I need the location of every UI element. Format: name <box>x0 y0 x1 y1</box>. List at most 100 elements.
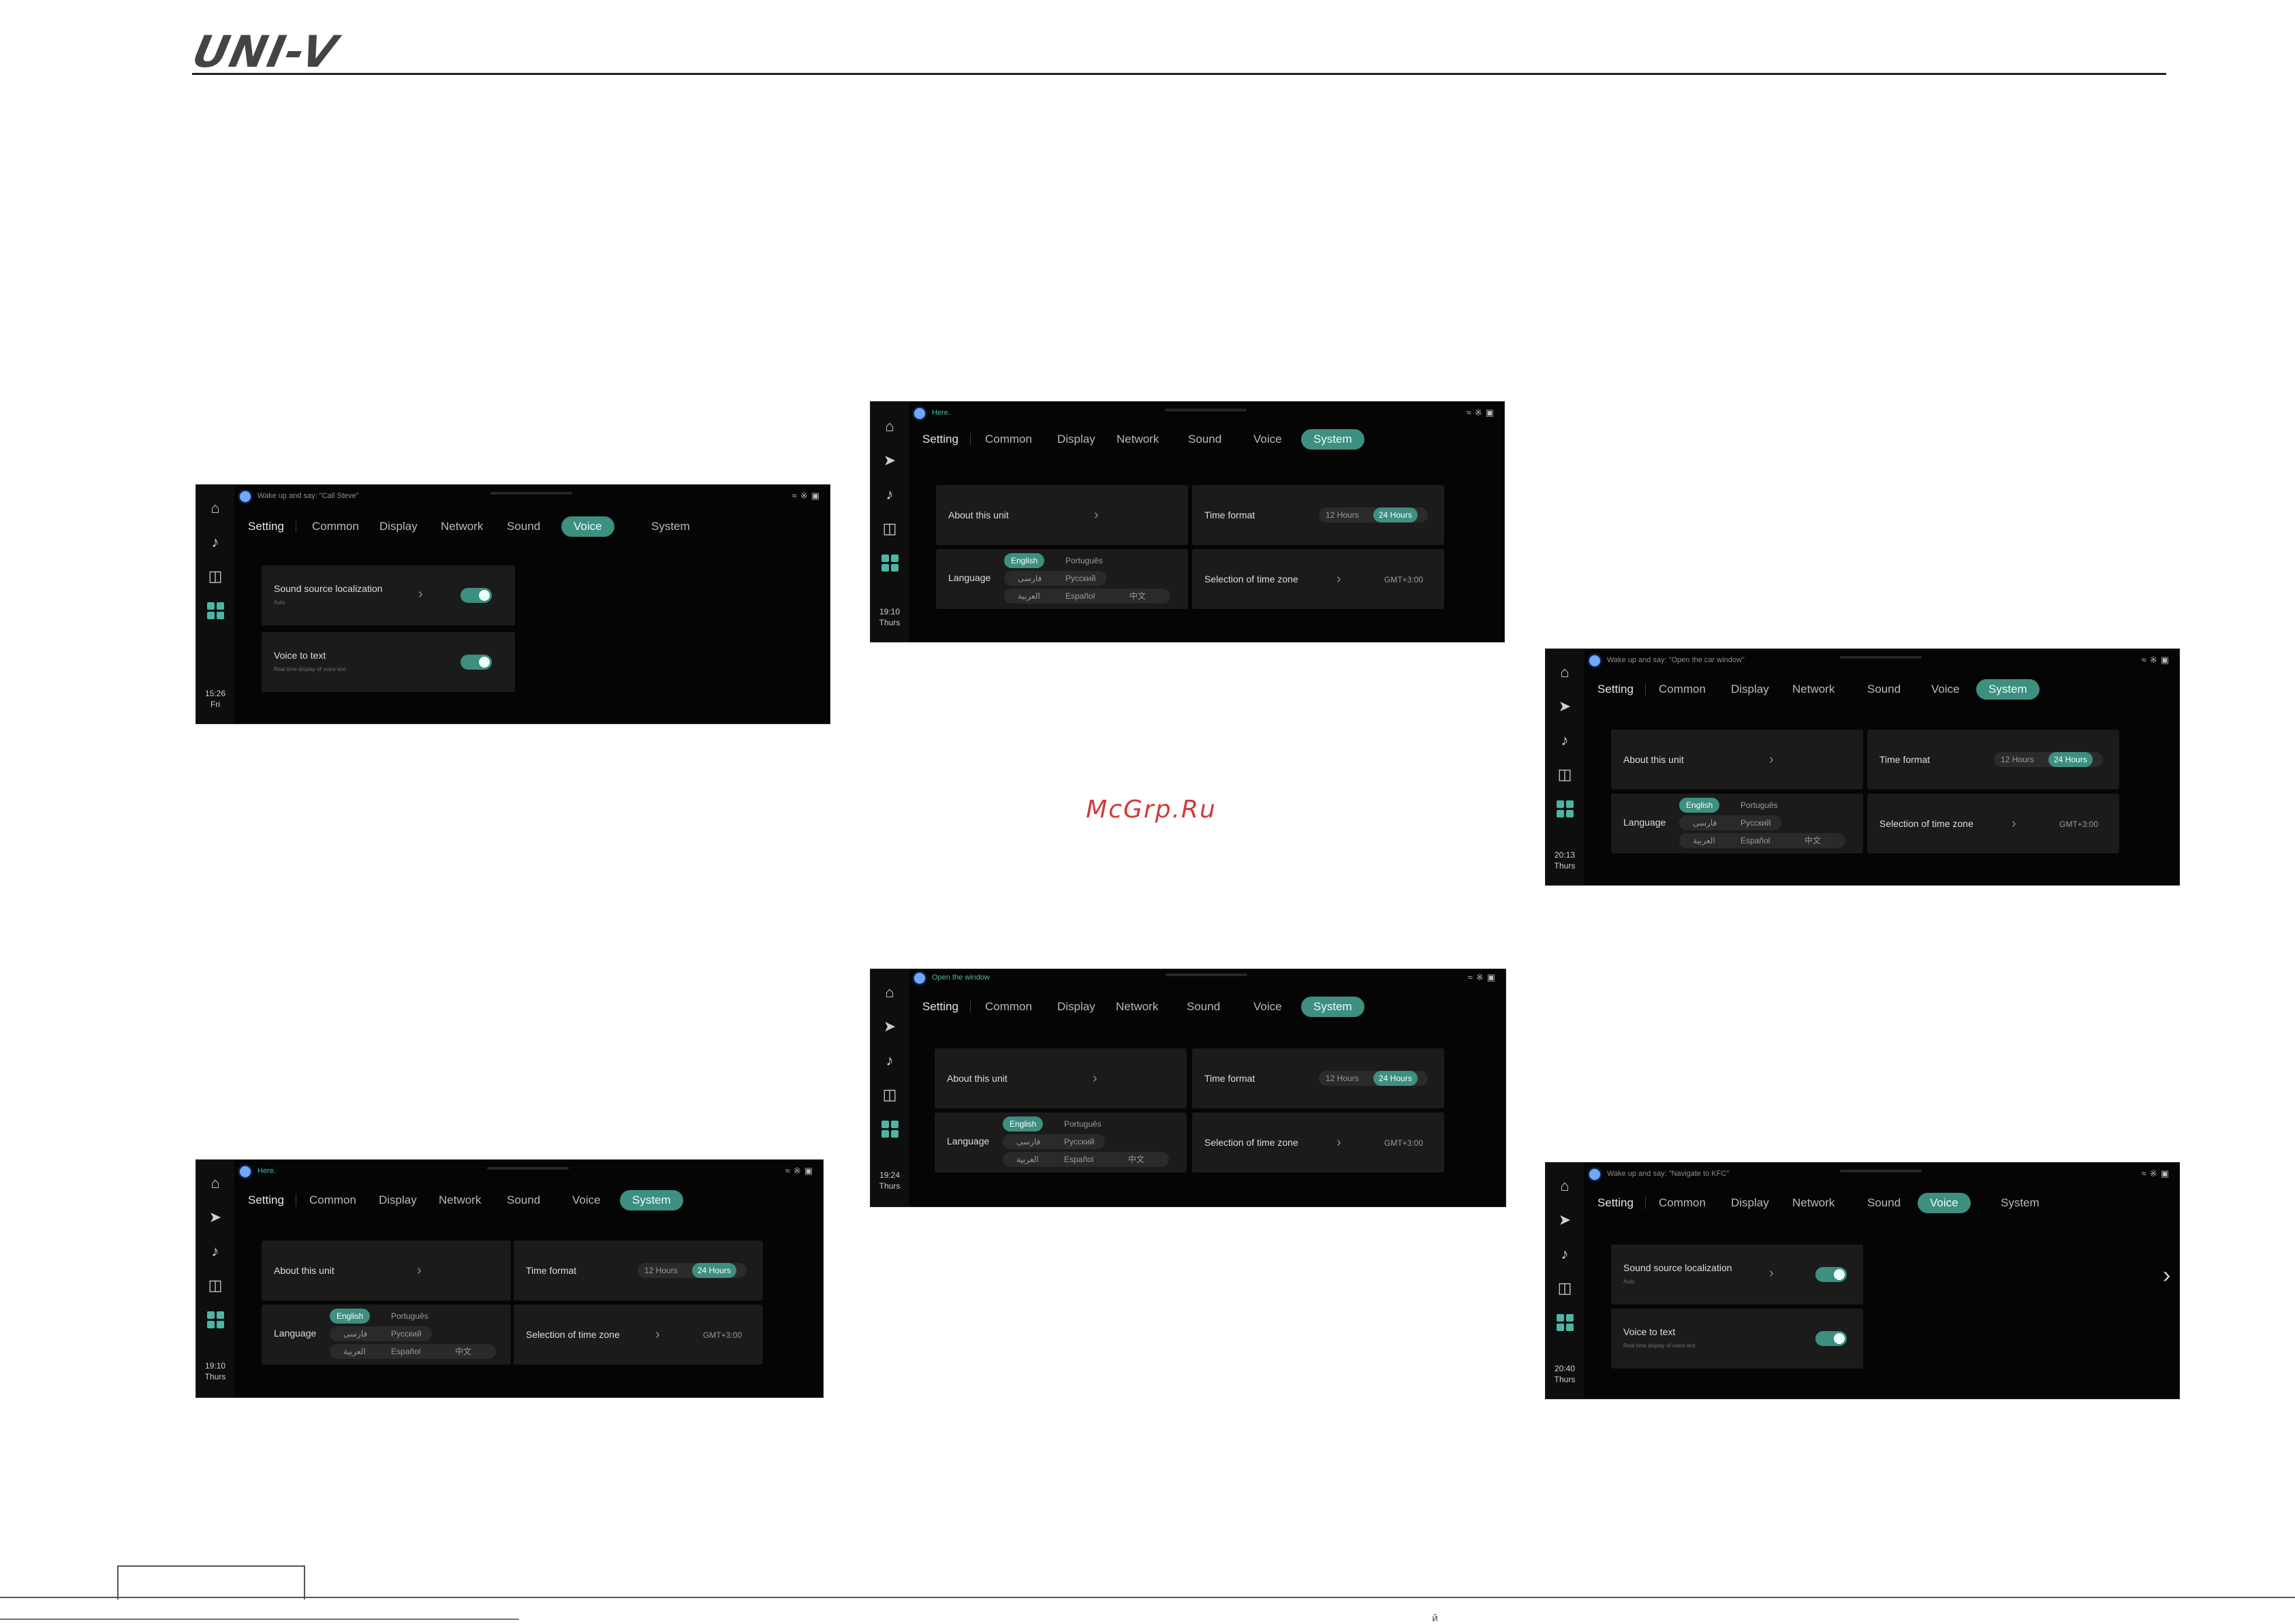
tab-common[interactable]: Common <box>985 1000 1032 1013</box>
tab-common[interactable]: Common <box>1659 683 1706 696</box>
lang-spanish[interactable]: Español <box>1740 836 1770 845</box>
tab-setting[interactable]: Setting <box>922 433 958 446</box>
tab-network[interactable]: Network <box>441 520 484 533</box>
lang-farsi[interactable]: فارسی <box>1693 818 1717 828</box>
timezone-card[interactable]: Selection of time zone › GMT+3:00 <box>1192 1112 1444 1172</box>
lang-english[interactable]: English <box>1004 553 1045 568</box>
lang-portugues[interactable]: Português <box>391 1311 428 1321</box>
tab-sound[interactable]: Sound <box>1867 1196 1901 1209</box>
chevron-right-icon[interactable]: › <box>2012 816 2016 831</box>
time-format-24h[interactable]: 24 Hours <box>1373 1071 1418 1086</box>
tab-network[interactable]: Network <box>1792 683 1835 696</box>
chevron-right-icon[interactable]: › <box>2163 1262 2171 1288</box>
tab-sound[interactable]: Sound <box>507 520 541 533</box>
time-format-12h[interactable]: 12 Hours <box>1326 1074 1359 1083</box>
tab-common[interactable]: Common <box>309 1193 356 1206</box>
navigation-icon[interactable]: ➤ <box>208 1208 222 1225</box>
time-format-12h[interactable]: 12 Hours <box>1326 510 1359 520</box>
tab-network[interactable]: Network <box>1792 1196 1835 1209</box>
voice-to-text-toggle[interactable] <box>460 655 492 670</box>
voice-assistant-icon[interactable] <box>1589 1169 1600 1180</box>
drag-handle[interactable] <box>1166 973 1247 976</box>
tab-voice[interactable]: Voice <box>1253 433 1282 446</box>
tab-voice[interactable]: Voice <box>1253 1000 1282 1013</box>
chevron-right-icon[interactable]: › <box>418 587 423 602</box>
music-icon[interactable]: ♪ <box>211 533 219 550</box>
voice-assistant-icon[interactable] <box>1589 655 1600 666</box>
tab-network[interactable]: Network <box>439 1193 482 1206</box>
tab-setting[interactable]: Setting <box>1597 1196 1634 1209</box>
tab-voice[interactable]: Voice <box>1918 1193 1971 1213</box>
lang-russian[interactable]: Русский <box>391 1329 422 1339</box>
tab-sound[interactable]: Sound <box>1867 683 1901 696</box>
apps-grid-icon[interactable] <box>1557 1314 1574 1331</box>
voice-to-text-card[interactable]: Voice to text Real time display of voice… <box>262 632 515 692</box>
car-icon[interactable]: ◫ <box>1557 1279 1572 1296</box>
timezone-card[interactable]: Selection of time zone › GMT+3:00 <box>514 1305 763 1364</box>
lang-arabic[interactable]: العربية <box>343 1347 366 1356</box>
music-icon[interactable]: ♪ <box>1561 732 1569 749</box>
voice-assistant-icon[interactable] <box>914 408 925 419</box>
time-format-24h[interactable]: 24 Hours <box>2048 752 2093 767</box>
drag-handle[interactable] <box>1840 1170 1922 1172</box>
tab-common[interactable]: Common <box>985 433 1032 446</box>
lang-farsi[interactable]: فارسی <box>1018 574 1042 583</box>
tab-voice[interactable]: Voice <box>561 516 614 537</box>
chevron-right-icon[interactable]: › <box>655 1327 660 1342</box>
voice-assistant-icon[interactable] <box>240 1166 251 1177</box>
tab-voice[interactable]: Voice <box>1931 683 1960 696</box>
about-unit-card[interactable]: About this unit › <box>936 485 1188 545</box>
music-icon[interactable]: ♪ <box>886 1052 894 1069</box>
home-icon[interactable]: ⌂ <box>210 1174 220 1191</box>
navigation-icon[interactable]: ➤ <box>883 452 896 469</box>
about-unit-card[interactable]: About this unit › <box>262 1240 511 1300</box>
drag-handle[interactable] <box>1840 656 1922 659</box>
lang-spanish[interactable]: Español <box>1065 591 1095 601</box>
home-icon[interactable]: ⌂ <box>885 984 894 1001</box>
tab-system[interactable]: System <box>1301 997 1364 1017</box>
lang-russian[interactable]: Русский <box>1740 818 1771 828</box>
tab-system[interactable]: System <box>1301 429 1364 450</box>
music-icon[interactable]: ♪ <box>211 1243 219 1260</box>
tab-sound[interactable]: Sound <box>507 1193 541 1206</box>
sound-source-card[interactable]: Sound source localization Auto › <box>1611 1245 1863 1305</box>
car-icon[interactable]: ◫ <box>1557 766 1572 783</box>
apps-grid-icon[interactable] <box>1557 800 1574 817</box>
tab-system[interactable]: System <box>2001 1196 2040 1209</box>
lang-farsi[interactable]: فارسی <box>1016 1137 1041 1146</box>
time-format-24h[interactable]: 24 Hours <box>1373 507 1418 522</box>
drag-handle[interactable] <box>1165 409 1247 411</box>
chevron-right-icon[interactable]: › <box>1769 752 1774 767</box>
chevron-right-icon[interactable]: › <box>1769 1266 1774 1281</box>
lang-english[interactable]: English <box>1679 798 1720 813</box>
lang-russian[interactable]: Русский <box>1064 1137 1095 1146</box>
tab-network[interactable]: Network <box>1117 433 1159 446</box>
lang-english[interactable]: English <box>330 1309 371 1324</box>
timezone-card[interactable]: Selection of time zone › GMT+3:00 <box>1192 549 1444 609</box>
tab-system[interactable]: System <box>620 1190 683 1211</box>
lang-chinese[interactable]: 中文 <box>1128 1155 1145 1164</box>
sound-source-toggle[interactable] <box>460 588 492 603</box>
home-icon[interactable]: ⌂ <box>1560 663 1570 681</box>
time-format-24h[interactable]: 24 Hours <box>692 1263 736 1278</box>
car-icon[interactable]: ◫ <box>882 520 897 537</box>
lang-arabic[interactable]: العربية <box>1016 1155 1039 1164</box>
voice-assistant-icon[interactable] <box>240 491 251 502</box>
tab-setting[interactable]: Setting <box>248 520 284 533</box>
lang-arabic[interactable]: العربية <box>1693 836 1715 845</box>
tab-display[interactable]: Display <box>1731 1196 1769 1209</box>
tab-setting[interactable]: Setting <box>248 1193 284 1206</box>
car-icon[interactable]: ◫ <box>208 567 223 584</box>
apps-grid-icon[interactable] <box>207 1311 224 1328</box>
tab-display[interactable]: Display <box>1057 1000 1095 1013</box>
navigation-icon[interactable]: ➤ <box>1558 1211 1572 1228</box>
tab-sound[interactable]: Sound <box>1187 1000 1221 1013</box>
tab-voice[interactable]: Voice <box>572 1193 601 1206</box>
voice-to-text-toggle[interactable] <box>1815 1331 1847 1346</box>
car-icon[interactable]: ◫ <box>882 1086 897 1103</box>
chevron-right-icon[interactable]: › <box>417 1263 422 1278</box>
lang-portugues[interactable]: Português <box>1740 800 1778 810</box>
time-format-12h[interactable]: 12 Hours <box>644 1266 678 1275</box>
chevron-right-icon[interactable]: › <box>1093 1071 1097 1086</box>
chevron-right-icon[interactable]: › <box>1094 507 1099 522</box>
